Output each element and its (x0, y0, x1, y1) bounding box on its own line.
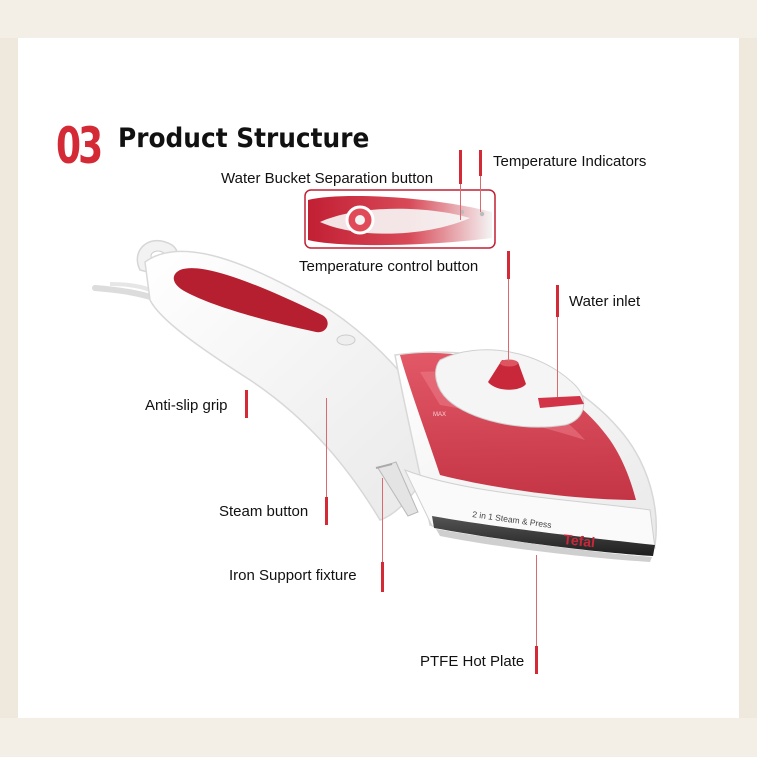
leader-ptfe-hot-plate (535, 646, 538, 674)
water-inlet-flap (538, 396, 584, 408)
steam-button-shape (336, 334, 356, 346)
anti-slip-grip-insert (173, 268, 328, 333)
label-steam-button: Steam button (219, 503, 309, 520)
leader-water-inlet-thin (557, 317, 558, 397)
water-bucket-separation-button-center (355, 215, 365, 225)
label-anti-slip-grip: Anti-slip grip (145, 397, 228, 414)
iron-support-fixture (375, 463, 393, 469)
left-margin-strip (0, 38, 18, 718)
label-iron-support-fixture: Iron Support fixture (229, 567, 357, 584)
right-margin-strip (739, 38, 757, 718)
leader-iron-support (381, 562, 384, 592)
leader-iron-support-thin (382, 478, 383, 562)
label-water-bucket-separation-button: Water Bucket Separation button (221, 170, 434, 187)
section-title: Product Structure (118, 123, 370, 154)
temperature-indicator-light (479, 211, 485, 217)
temperature-control-knob (488, 360, 526, 390)
leader-temperature-indicators-thin (480, 176, 481, 212)
handle-body (144, 250, 431, 521)
label-ptfe-hot-plate: PTFE Hot Plate (420, 653, 525, 670)
power-cord (109, 282, 151, 292)
ptfe-hot-plate (432, 516, 655, 556)
leader-temperature-control (507, 251, 510, 279)
leader-water-bucket-separation (459, 150, 462, 184)
leader-steam-button-thin (326, 398, 327, 497)
leader-water-bucket-separation-thin (460, 184, 461, 220)
label-water-inlet: Water inlet (569, 293, 641, 310)
leader-steam-button (325, 497, 328, 525)
temperature-control-knob-top (500, 359, 518, 367)
section-number: 03 (56, 117, 103, 175)
leader-water-inlet (556, 285, 559, 317)
leader-anti-slip-grip (245, 390, 248, 418)
ptfe-hot-plate-edge (436, 529, 652, 562)
leader-ptfe-hot-plate-thin (536, 555, 537, 646)
leader-temperature-indicators (479, 150, 482, 176)
leader-temperature-control-thin (508, 279, 509, 361)
label-temperature-indicators: Temperature Indicators (493, 153, 647, 170)
label-temperature-control-button: Temperature control button (299, 258, 479, 275)
max-mark: MAX (433, 412, 446, 418)
brand-logo: Tefal (563, 531, 596, 550)
